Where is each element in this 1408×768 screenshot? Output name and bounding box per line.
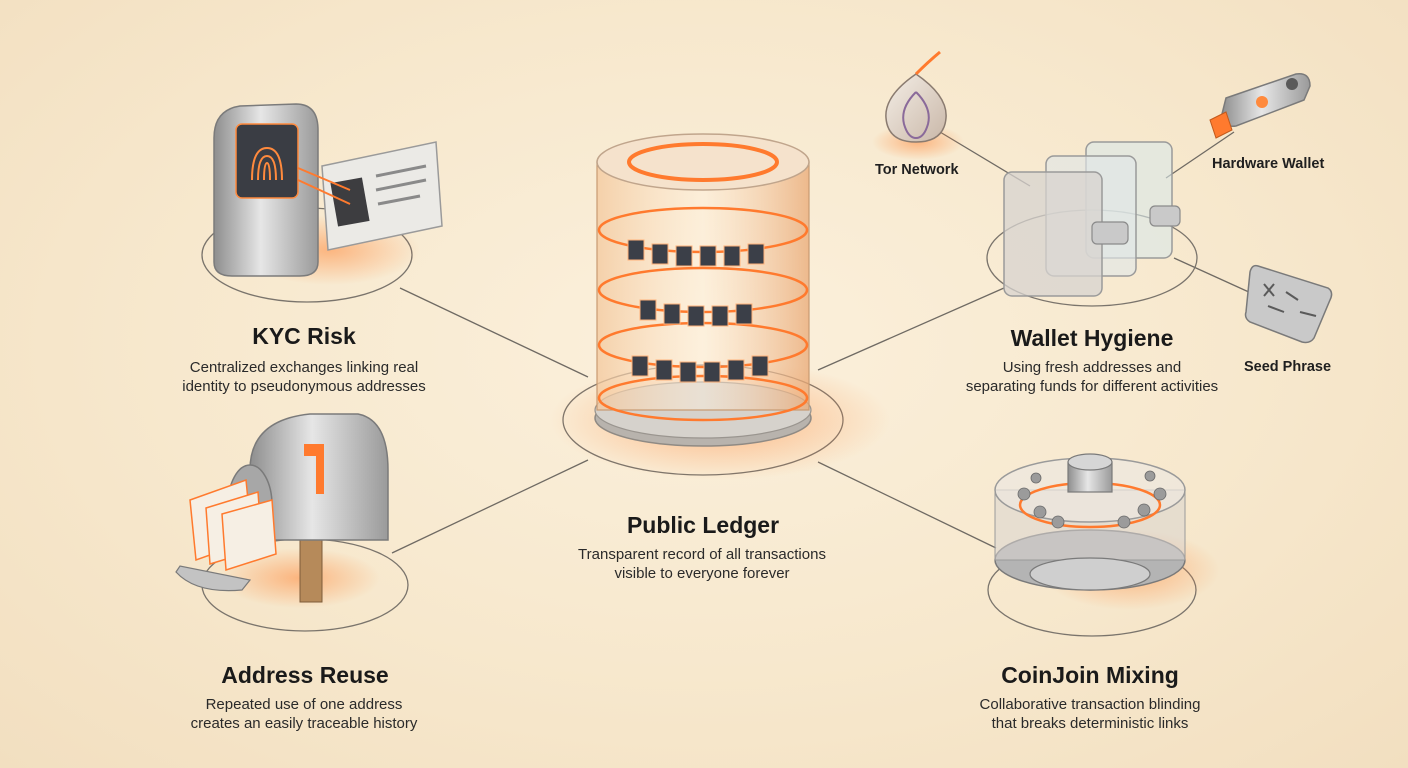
seed-phrase-plate-icon [1244,264,1333,344]
center-description-line-1: Transparent record of all transactions [578,546,826,563]
wallet-hygiene-title: Wallet Hygiene [1010,325,1174,351]
wallets-icon [1003,141,1181,297]
usb-hardware-wallet-icon [1209,73,1311,139]
center-description-line-2: visible to everyone forever [614,565,790,582]
center-title: Public Ledger [626,512,780,538]
coinjoin-title: CoinJoin Mixing [1001,662,1179,688]
tor-network-label: Tor Network [875,162,959,178]
address-reuse-description-line-2: creates an easily traceable history [190,715,418,732]
address-reuse-title: Address Reuse [221,662,389,688]
id-card-icon [297,141,443,251]
tor-onion-icon [872,50,964,160]
connector-hardware-wallet [1165,131,1235,179]
address-reuse-description-line-1: Repeated use of one address [205,696,403,713]
coinjoin-description-line-2: that breaks deterministic links [991,715,1189,732]
connector-address-reuse [391,459,589,554]
seed-phrase-label: Seed Phrase [1244,359,1332,375]
kyc-title: KYC Risk [252,323,356,349]
coinjoin-description-line-1: Collaborative transaction blinding [979,696,1201,713]
connector-wallet-hygiene [817,287,1005,371]
ledger-cylinder-icon [550,133,890,480]
connector-kyc [399,287,589,378]
connector-coinjoin [817,461,997,549]
wallet-hygiene-description-line-1: Using fresh addresses and [1002,359,1182,376]
wallet-hygiene-description-line-2: separating funds for different activitie… [965,378,1219,395]
kyc-description-line-1: Centralized exchanges linking real [189,359,419,376]
kyc-description-line-2: identity to pseudonymous addresses [182,378,426,395]
mailbox-icon [175,413,389,608]
hardware-wallet-label: Hardware Wallet [1212,156,1325,172]
coinjoin-mixer-icon [994,453,1220,610]
